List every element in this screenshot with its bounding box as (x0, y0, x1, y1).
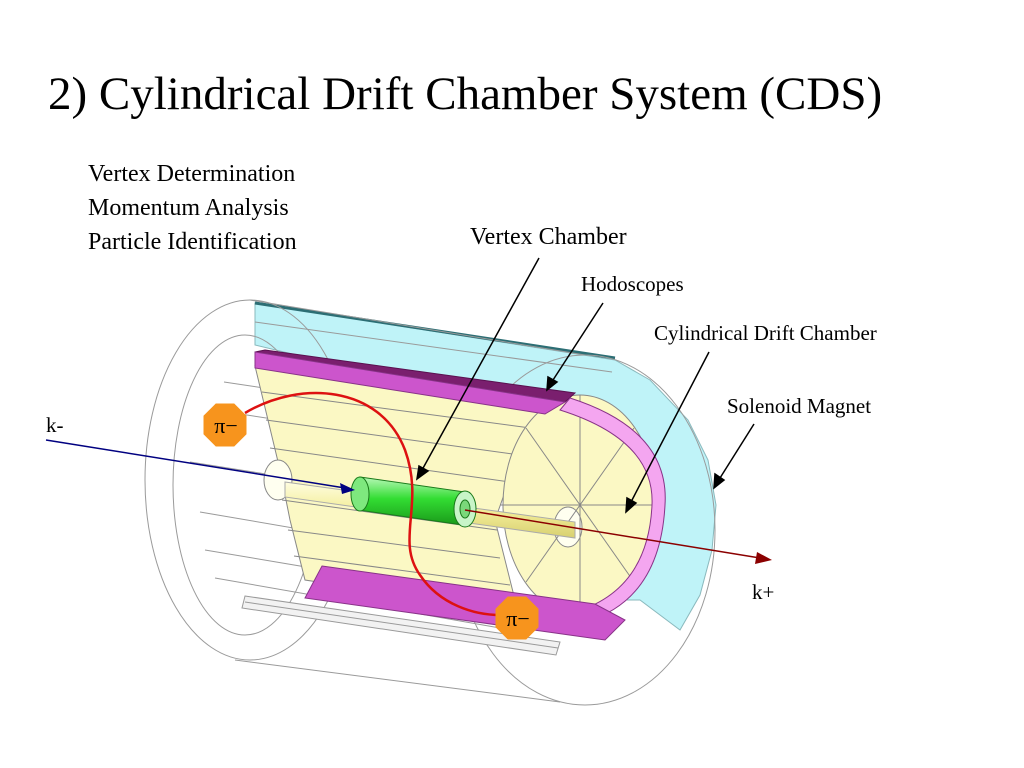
kaon-minus-arrowhead (340, 483, 355, 494)
label-beam-out: k+ (752, 580, 775, 604)
callout-arrows (415, 257, 755, 514)
purpose-item-vertex: Vertex Determination (88, 161, 296, 187)
purpose-item-pid: Particle Identification (88, 229, 297, 255)
hodoscope-top-face (254, 351, 567, 415)
hodoscopes-pointer (552, 302, 604, 381)
drift-chamber-pointer (630, 351, 710, 503)
hodoscopes (254, 349, 666, 641)
purpose-list: Vertex Determination Momentum Analysis P… (88, 157, 297, 259)
label-hodoscopes: Hodoscopes (581, 272, 684, 296)
label-vertex-chamber: Vertex Chamber (470, 224, 627, 250)
slide-title: 2) Cylindrical Drift Chamber System (CDS… (48, 68, 883, 120)
pion-track (244, 391, 501, 617)
pion-marker-1: π− (203, 403, 247, 447)
beam-tracks (45, 439, 772, 564)
pion-2-label: π− (506, 606, 530, 631)
label-solenoid-magnet: Solenoid Magnet (727, 394, 872, 418)
purpose-item-momentum: Momentum Analysis (88, 195, 289, 221)
hodoscope-bottom (304, 565, 626, 641)
solenoid-pointer (719, 423, 755, 479)
kaon-plus-track (464, 509, 761, 559)
kaon-minus-track (45, 439, 346, 489)
pion-marker-2: π− (495, 596, 539, 640)
pion-1-label: π− (214, 413, 238, 438)
label-beam-in: k- (46, 413, 64, 437)
label-drift-chamber: Cylindrical Drift Chamber (654, 321, 877, 345)
vertex-chamber-pointer (421, 257, 540, 471)
kaon-plus-arrowhead (755, 552, 772, 564)
